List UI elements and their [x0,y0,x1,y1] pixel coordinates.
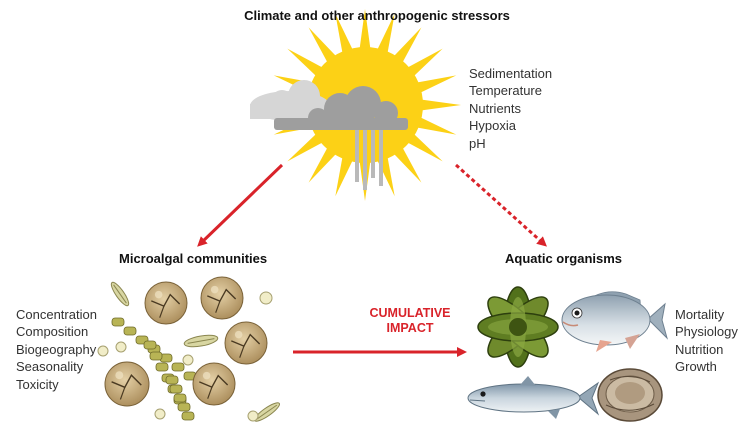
microalgae-attribute: Composition [16,324,89,340]
stressor-item: Temperature [469,83,542,99]
stressor-item: pH [469,135,486,151]
microalgae-attribute: Biogeography [16,341,97,357]
arrow-to-microalgae [197,163,284,247]
stressor-list: Sedimentation Temperature Nutrients Hypo… [469,65,552,152]
microalgae-attribute: Toxicity [16,376,59,392]
mussel-cluster [477,286,559,368]
stressor-item: Sedimentation [469,66,553,81]
organism-effect-list: Mortality Physiology Nutrition Growth [675,306,738,376]
salmon-fish [467,376,600,419]
organisms-heading: Aquatic organisms [505,251,623,266]
impact-line-1: CUMULATIVE [369,306,451,320]
stressor-item: Hypoxia [469,118,516,134]
oyster [597,368,663,422]
microalgae-attribute: Concentration [16,307,97,322]
diagram-title: Climate and other anthropogenic stressor… [244,8,510,23]
organism-effect: Physiology [675,324,738,340]
cumulative-impact-label: CUMULATIVE IMPACT [330,306,490,336]
organism-effect: Nutrition [675,341,724,357]
stressor-item: Nutrients [469,100,522,116]
impact-line-2: IMPACT [386,321,434,335]
rain-cloud [274,86,408,190]
microalgae-cluster [97,276,280,422]
dashed-arrow-to-organisms [454,163,547,247]
organism-effect: Mortality [675,307,725,322]
organism-effect: Growth [675,359,717,375]
sea-bream-fish [561,291,668,352]
microalgae-heading: Microalgal communities [119,251,268,266]
microalgae-attribute: Seasonality [16,359,84,375]
microalgae-attribute-list: Concentration Composition Biogeography S… [16,306,97,393]
